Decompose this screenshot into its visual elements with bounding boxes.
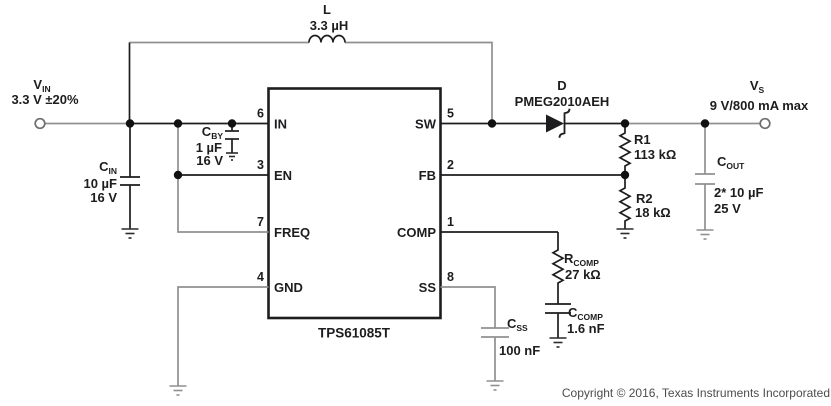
pin-label-in: IN xyxy=(274,117,287,132)
capacitor-cby xyxy=(225,130,239,140)
pin-number-3: 3 xyxy=(257,158,264,172)
vin-spec: 3.3 V ±20% xyxy=(11,92,79,107)
junction-dot xyxy=(620,119,630,128)
cby-label: CBY xyxy=(202,124,224,141)
wire-segment xyxy=(440,286,496,381)
ground-symbol xyxy=(548,337,568,348)
ground-symbol xyxy=(225,152,239,161)
pin-number-5: 5 xyxy=(447,107,454,121)
junction-dot xyxy=(125,119,135,128)
capacitor-cout xyxy=(695,173,715,185)
junction-dot xyxy=(173,119,183,128)
r2-value: 18 kΩ xyxy=(635,205,671,220)
r2-label: R2 xyxy=(636,191,653,206)
wires-gray xyxy=(44,41,761,386)
cin-value: 10 µF xyxy=(83,176,117,191)
cin-rating: 16 V xyxy=(90,190,117,205)
ic-part-number: TPS61085T xyxy=(318,326,391,341)
r1-value: 113 kΩ xyxy=(634,147,676,162)
pin-label-en: EN xyxy=(274,168,292,183)
pin-label-fb: FB xyxy=(419,168,436,183)
resistor-r1 xyxy=(618,123,632,175)
vin-terminal xyxy=(34,117,46,130)
cin-label: CIN xyxy=(99,159,117,176)
cout-value: 2* 10 µF xyxy=(714,185,763,200)
pin-number-4: 4 xyxy=(257,270,264,284)
css-value: 100 nF xyxy=(499,343,540,358)
wire-segment xyxy=(177,286,269,386)
junction-dot xyxy=(173,170,183,180)
cout-label: COUT xyxy=(717,154,745,171)
rcomp-label: RCOMP xyxy=(564,251,599,268)
junction-dot xyxy=(227,119,237,128)
vin-label: VIN xyxy=(33,77,50,94)
capacitor-cin xyxy=(120,176,140,186)
wire-segment xyxy=(177,123,269,233)
ic-body xyxy=(267,87,442,320)
inductor-label: L xyxy=(323,2,331,17)
css-label: CSS xyxy=(507,316,528,333)
inductor-coil xyxy=(308,34,346,43)
pin-label-gnd: GND xyxy=(274,280,303,295)
cby-rating: 16 V xyxy=(196,153,223,168)
pin-number-6: 6 xyxy=(257,107,264,121)
pin-label-ss: SS xyxy=(419,280,437,295)
pin-number-7: 7 xyxy=(257,215,264,229)
diode-triangle xyxy=(546,114,564,133)
pin-label-comp: COMP xyxy=(397,225,436,240)
vs-spec: 9 V/800 mA max xyxy=(710,98,809,113)
capacitor-css xyxy=(481,327,509,338)
cby-value: 1 µF xyxy=(196,140,222,155)
pin-number-8: 8 xyxy=(447,270,454,284)
copyright-notice: Copyright © 2016, Texas Instruments Inco… xyxy=(562,386,830,400)
junction-dot xyxy=(620,170,630,180)
ground-symbol xyxy=(485,380,505,391)
resistor-r2 xyxy=(618,175,632,229)
diode-cathode-bar xyxy=(558,108,571,138)
ccomp-value: 1.6 nF xyxy=(567,321,605,336)
ccomp-label: CCOMP xyxy=(568,305,603,322)
pin-number-1: 1 xyxy=(447,215,454,229)
pin-label-freq: FREQ xyxy=(274,225,310,240)
cout-rating: 25 V xyxy=(714,201,741,216)
rcomp-value: 27 kΩ xyxy=(565,267,601,282)
vs-label: VS xyxy=(750,78,765,95)
diode-label: D xyxy=(557,78,566,93)
wire-segment xyxy=(345,41,493,124)
vs-terminal xyxy=(759,117,771,130)
diode-part: PMEG2010AEH xyxy=(515,94,610,109)
ground-symbol xyxy=(120,228,140,239)
r1-label: R1 xyxy=(634,132,651,147)
pin-label-sw: SW xyxy=(415,117,437,132)
junction-dot xyxy=(700,119,710,128)
resistor-rcomp xyxy=(551,232,565,304)
ground-symbol xyxy=(695,229,715,240)
diode-symbol xyxy=(546,108,571,138)
ground-symbol xyxy=(615,228,635,239)
junction-dots xyxy=(125,119,710,180)
ground-symbol xyxy=(168,385,188,396)
junction-dot xyxy=(487,119,497,128)
inductor-value: 3.3 µH xyxy=(310,18,349,33)
pin-number-2: 2 xyxy=(447,158,454,172)
